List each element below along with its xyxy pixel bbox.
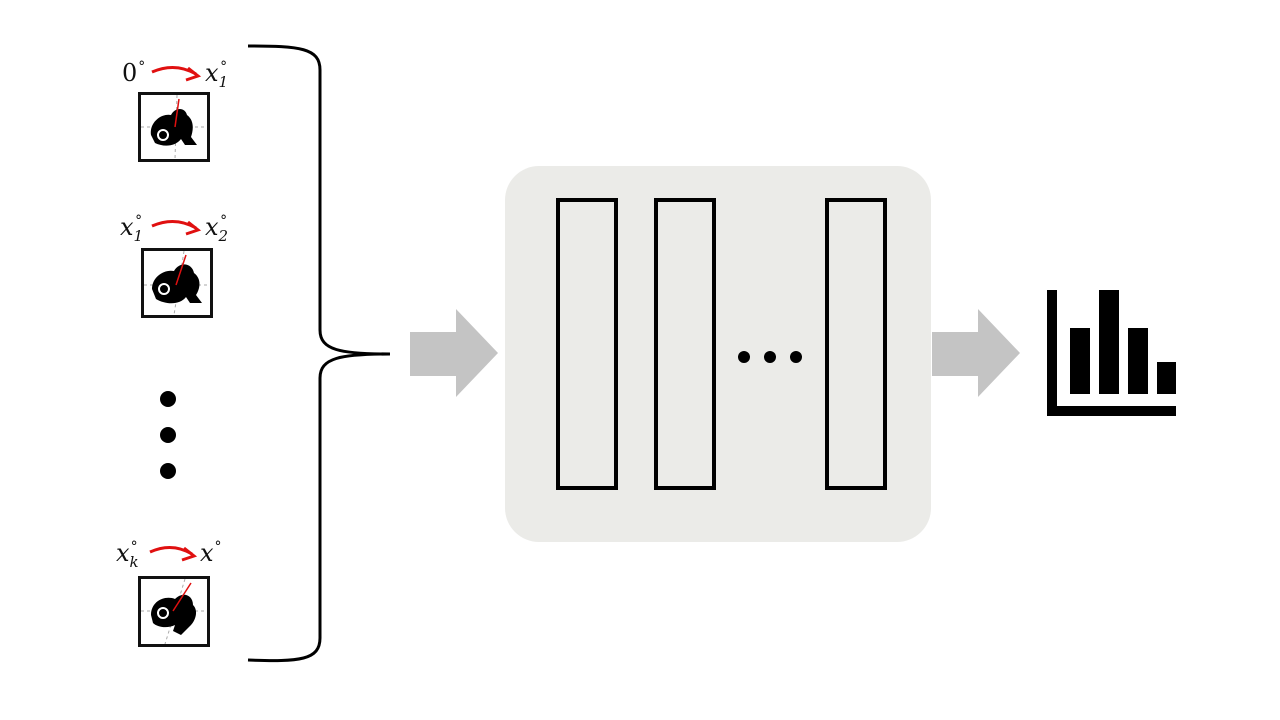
frog-silhouette-icon [141, 95, 207, 159]
rotation-label-2: x1° [120, 213, 144, 245]
rotation-label-3: xk° [116, 539, 139, 571]
ellipsis-dot [790, 351, 802, 363]
input-image-3 [138, 576, 210, 647]
ellipsis-dot [764, 351, 776, 363]
frog-silhouette-icon [144, 251, 210, 315]
model-block [505, 166, 931, 542]
rotation-target-2: x2° [205, 213, 229, 245]
ellipsis-dot [738, 351, 750, 363]
layer-2 [654, 198, 716, 490]
rotation-label-1: 0° [122, 59, 146, 87]
input-image-2 [141, 248, 213, 318]
layer-1 [556, 198, 618, 490]
input-image-1 [138, 92, 210, 162]
rotation-target-1: x1° [205, 59, 229, 91]
frog-silhouette-icon [141, 579, 207, 644]
rotation-target-3: x° [200, 539, 222, 567]
layer-n [825, 198, 887, 490]
ellipsis-dot [160, 391, 176, 407]
ellipsis-dot [160, 463, 176, 479]
ellipsis-dot [160, 427, 176, 443]
